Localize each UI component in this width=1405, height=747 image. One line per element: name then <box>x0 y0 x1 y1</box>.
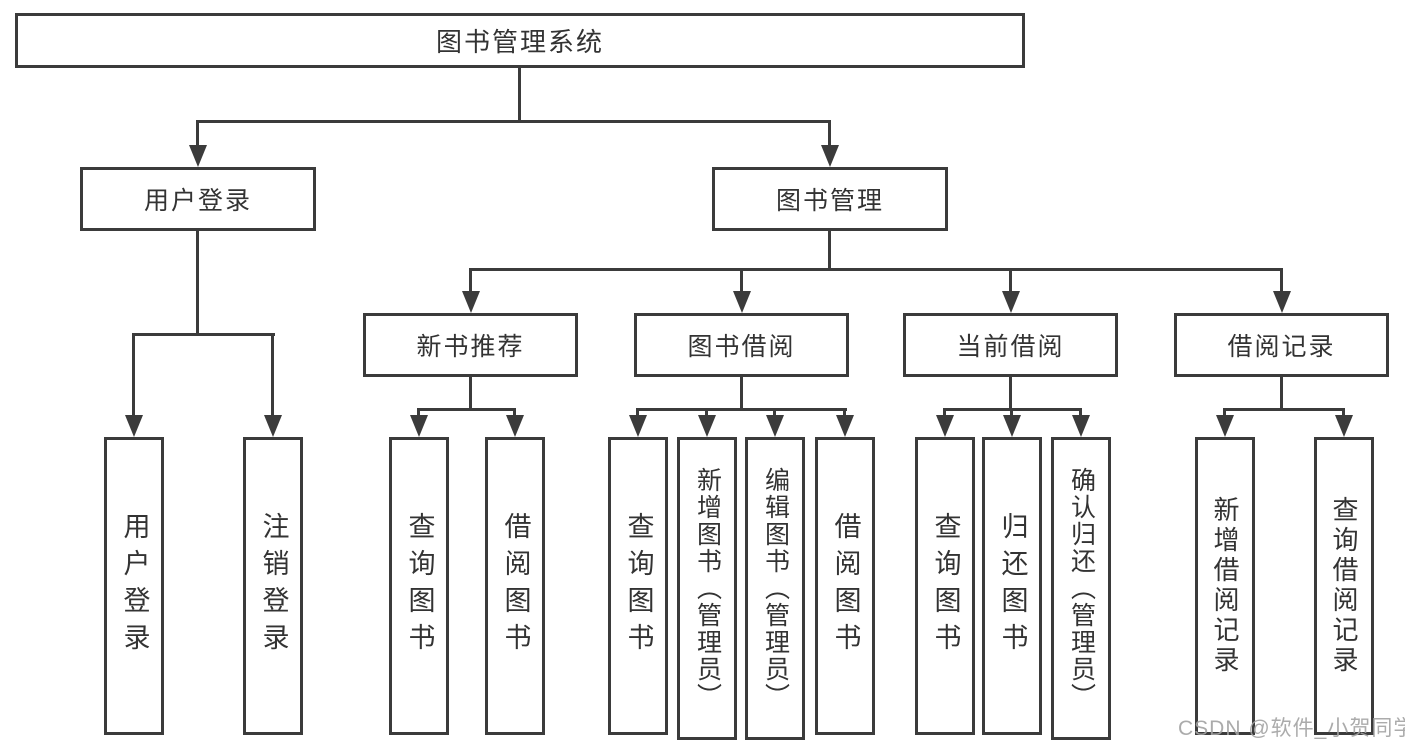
connector-line <box>1223 408 1226 418</box>
node-label: 归还图书 <box>997 512 1028 660</box>
connector-line <box>636 408 639 418</box>
connector-line <box>773 408 776 418</box>
connector-line <box>1224 408 1345 411</box>
arrowhead-down <box>264 415 282 437</box>
connector-line <box>740 268 743 293</box>
connector-line <box>843 408 846 418</box>
arrowhead-down <box>189 145 207 167</box>
leaf-records-query-record: 查询借阅记录 <box>1314 437 1374 735</box>
leaf-borrowing-query-books: 查询图书 <box>608 437 668 735</box>
leaf-current-return-books: 归还图书 <box>982 437 1042 735</box>
csdn-watermark: CSDN @软件_小贺同学 <box>1178 717 1405 740</box>
node-label: 借阅图书 <box>500 512 531 660</box>
node-label: 新增图书（管理员） <box>693 467 722 710</box>
arrowhead-down <box>1216 415 1234 437</box>
leaf-recommend-borrow-books: 借阅图书 <box>485 437 545 735</box>
arrowhead-down <box>1072 415 1090 437</box>
node-label: 借阅图书 <box>830 512 861 660</box>
connector-line <box>705 408 708 418</box>
connector-line <box>1280 268 1283 293</box>
node-label: 新书推荐 <box>416 333 525 361</box>
connector-line <box>132 333 135 417</box>
node-label: 图书管理 <box>775 187 884 215</box>
arrowhead-down <box>936 415 954 437</box>
connector-line <box>417 408 420 418</box>
arrowhead-down <box>733 291 751 313</box>
connector-line <box>1009 377 1012 411</box>
node-book-borrowing: 图书借阅 <box>634 313 849 377</box>
node-library-system: 图书管理系统 <box>15 13 1025 68</box>
arrowhead-down <box>462 291 480 313</box>
node-borrowing-records: 借阅记录 <box>1174 313 1389 377</box>
node-label: 当前借阅 <box>956 333 1065 361</box>
arrowhead-down <box>821 145 839 167</box>
arrowhead-down <box>125 415 143 437</box>
connector-line <box>196 231 199 336</box>
node-label: 注销登录 <box>258 512 289 660</box>
arrowhead-down <box>766 415 784 437</box>
arrowhead-down <box>506 415 524 437</box>
node-label: 图书管理系统 <box>435 27 604 57</box>
connector-line <box>943 408 946 418</box>
connector-line <box>1009 268 1012 293</box>
connector-line <box>1280 377 1283 411</box>
node-label: 查询图书 <box>623 512 654 660</box>
arrowhead-down <box>1002 291 1020 313</box>
connector-line <box>469 268 472 293</box>
leaf-records-add-record: 新增借阅记录 <box>1195 437 1255 735</box>
connector-line <box>518 68 521 121</box>
node-label: 查询图书 <box>930 512 961 660</box>
node-label: 确认归还（管理员） <box>1067 467 1096 710</box>
node-book-management: 图书管理 <box>712 167 948 231</box>
connector-line <box>740 377 743 411</box>
connector-line <box>513 408 516 418</box>
arrowhead-down <box>836 415 854 437</box>
connector-line <box>469 377 472 411</box>
node-user-login: 用户登录 <box>80 167 316 231</box>
node-label: 查询借阅记录 <box>1329 496 1359 676</box>
node-label: 图书借阅 <box>687 333 796 361</box>
arrowhead-down <box>698 415 716 437</box>
connector-line <box>469 268 1282 271</box>
node-label: 用户登录 <box>119 512 150 660</box>
connector-line <box>196 120 199 148</box>
leaf-user-login: 用户登录 <box>104 437 164 735</box>
connector-line <box>133 333 275 336</box>
connector-line <box>828 231 831 271</box>
connector-line <box>1079 408 1082 418</box>
arrowhead-down <box>629 415 647 437</box>
arrowhead-down <box>1335 415 1353 437</box>
leaf-recommend-query-books: 查询图书 <box>389 437 449 735</box>
connector-line <box>1342 408 1345 418</box>
connector-line <box>418 408 516 411</box>
node-label: 编辑图书（管理员） <box>761 467 790 710</box>
leaf-current-confirm-return-admin: 确认归还（管理员） <box>1051 437 1111 740</box>
connector-line <box>1010 408 1013 418</box>
leaf-borrowing-edit-books-admin: 编辑图书（管理员） <box>745 437 805 740</box>
connector-line <box>944 408 1082 411</box>
leaf-current-query-books: 查询图书 <box>915 437 975 735</box>
node-label: 用户登录 <box>143 187 252 215</box>
leaf-borrowing-add-books-admin: 新增图书（管理员） <box>677 437 737 740</box>
node-label: 查询图书 <box>404 512 435 660</box>
leaf-borrowing-borrow-books: 借阅图书 <box>815 437 875 735</box>
connector-line <box>197 120 831 123</box>
node-current-borrowing: 当前借阅 <box>903 313 1118 377</box>
node-label: 借阅记录 <box>1227 333 1336 361</box>
arrowhead-down <box>1003 415 1021 437</box>
connector-line <box>828 120 831 148</box>
arrowhead-down <box>1273 291 1291 313</box>
connector-line <box>637 408 847 411</box>
connector-line <box>271 333 274 417</box>
node-label: 新增借阅记录 <box>1210 496 1240 676</box>
leaf-logout: 注销登录 <box>243 437 303 735</box>
node-new-book-recommend: 新书推荐 <box>363 313 578 377</box>
arrowhead-down <box>410 415 428 437</box>
